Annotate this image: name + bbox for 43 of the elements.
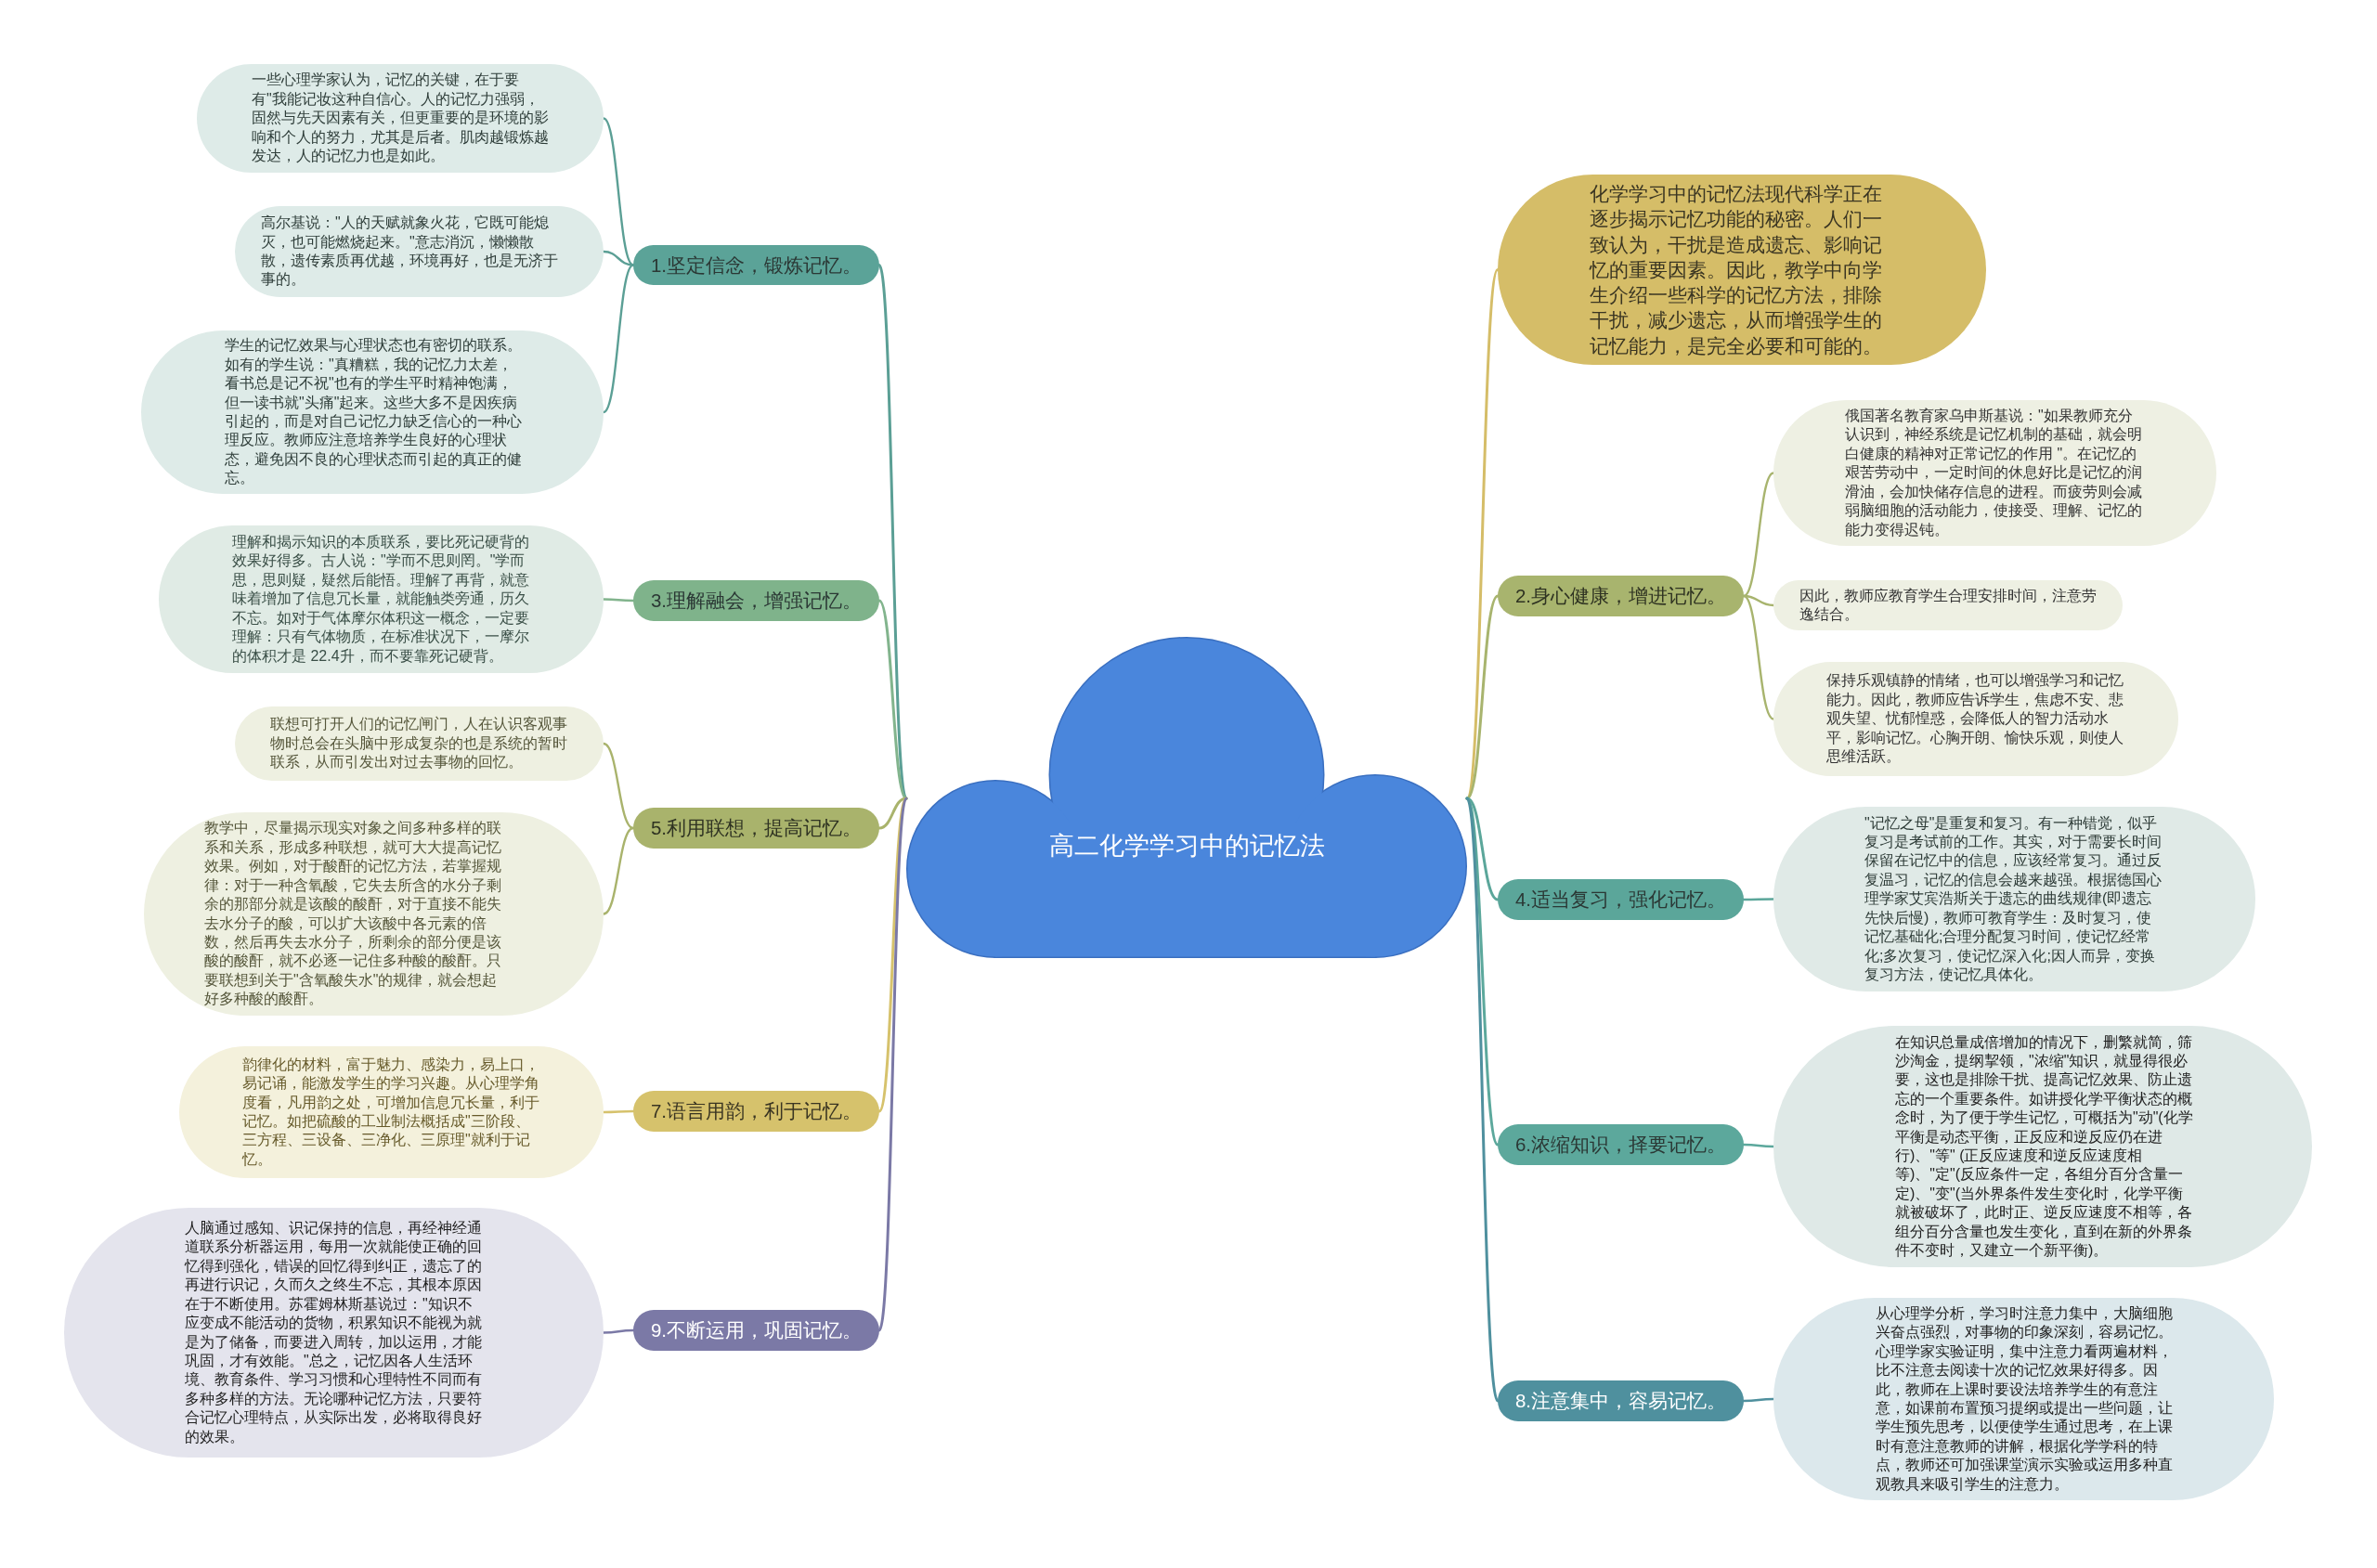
note-bubble: 学生的记忆效果与心理状态也有密切的联系。如有的学生说："真糟糕，我的记忆力太差，看书总是记不祝"也有的学生平时精神饱满，但一读书就"头痛"起来。这些大多不是因疾病引起的，而是对自己记忆力缺乏信心的一种心理反应。教师应注意培养学生良好的心理状态，避免因不良的心理状态而引起的真正的健忘。 (141, 330, 604, 494)
note-bubble: 从心理学分析，学习时注意力集中，大脑细胞兴奋点强烈，对事物的印象深刻，容易记忆。心理学家实验证明，集中注意力看两遍材料，比不注意去阅读十次的记忆效果好得多。因此，教师在上课时要设法培养学生的有意注意，如课前布置预习提纲或提出一些问题，让学生预先思考，以便使学生通过思考，在上课时有意注意教师的讲解，根据化学学科的特点，教师还可加强课堂演示实验或运用多种直观教具来吸引学生的注意力。 (1773, 1298, 2274, 1500)
connector-line (1742, 898, 1775, 901)
topic-pill: 3.理解融会，增强记忆。 (633, 580, 879, 621)
topic-pill: 9.不断运用，巩固记忆。 (633, 1310, 879, 1351)
connector-line (602, 117, 635, 266)
connector-line (1465, 797, 1500, 1403)
note-bubble: 俄国著名教育家乌申斯基说："如果教师充分认识到，神经系统是记忆机制的基础，就会明白健康的精神对正常记忆的作用 "。在记忆的艰苦劳动中，一定时间的休息好比是记忆的润滑油，会加快储存信息的进程。而疲劳则会减弱脑细胞的活动能力，使接受、理解、记忆的能力变得迟钝。 (1773, 400, 2216, 546)
connector-line (877, 797, 908, 1113)
note-bubble: 人脑通过感知、识记保持的信息，再经神经通道联系分析器运用，每用一次就能使正确的回忆得到强化，错误的回忆得到纠正，遗忘了的再进行识记，久而久之终生不忘，其根本原因在于不断使用。苏霍姆林斯基说过："知识不应变成不能活动的货物，积累知识不能视为就是为了储备，而要进入周转，加以运用，才能巩固，才有效能。"总之，记忆因各人生活环境、教育条件、学习习惯和心理特性不同而有多种多样的方法。无论哪种记忆方法，只要符合记忆心理特点，从实际出发，必将取得良好的效果。 (64, 1208, 604, 1458)
note-bubble: "记忆之母"是重复和复习。有一种错觉，似乎复习是考试前的工作。其实，对于需要长时间保留在记忆中的信息，应该经常复习。通过反复温习，记忆的信息会越来越强。根据德国心理学家艾宾浩斯关于遗忘的曲线规律(即遗忘先快后慢)，教师可教育学生：及时复习，使记忆基础化;合理分配复习时间，使记忆经常化;多次复习，使记忆深入化;因人而异，变换复习方法，使记忆具体化。 (1773, 807, 2255, 991)
note-bubble: 一些心理学家认为，记忆的关键，在于要有"我能记妆这种自信心。人的记忆力强弱，固然与先天因素有关，但更重要的是环境的影响和个人的努力，尤其是后者。肌肉越锻炼越发达，人的记忆力也是如此。 (197, 64, 604, 173)
connector-line (1742, 472, 1775, 598)
connector-line (1465, 797, 1500, 1147)
note-bubble: 高尔基说："人的天赋就象火花，它既可能熄灭，也可能燃烧起来。"意志消沉，懒懒散散，遗传素质再优越，环境再好，也是无济于事的。 (235, 206, 604, 297)
note-bubble: 在知识总量成倍增加的情况下，删繁就简，筛沙淘金，提纲挈领，"浓缩"知识，就显得很必要，这也是排除干扰、提高记忆效果、防止遗忘的一个重要条件。如讲授化学平衡状态的概念时，为了便于学生记忆，可概括为"动"(化学平衡是动态平衡，正反应和逆反应仍在进行)、"等" (正反应速度和逆反应速度相等)、"定"(反应条件一定，各组分百分含量一定)、"变"(当外界条件发生变化时，化学平衡就被破坏了，此时正、逆反应速度不相等，各组分百分含量也发生变化，直到在新的外界条件不变时，又建立一个新平衡)。 (1773, 1026, 2312, 1267)
connector-line (602, 742, 635, 830)
connector-line (602, 264, 635, 414)
topic-pill: 2.身心健康，增进记忆。 (1498, 576, 1744, 616)
topic-pill: 5.利用联想，提高记忆。 (633, 808, 879, 849)
note-bubble: 联想可打开人们的记忆闸门，人在认识客观事物时总会在头脑中形成复杂的也是系统的暂时联系，从而引发出对过去事物的回忆。 (235, 706, 604, 781)
topic-pill: 1.坚定信念，锻炼记忆。 (633, 245, 879, 285)
topic-pill: 6.浓缩知识，择要记忆。 (1498, 1124, 1744, 1165)
connector-line (1742, 1397, 1775, 1403)
connector-line (602, 1109, 635, 1114)
note-bubble: 因此，教师应教育学生合理安排时间，注意劳逸结合。 (1773, 580, 2123, 630)
central-topic-text: 高二化学学习中的记忆法 (1048, 831, 1325, 862)
connector-line (877, 797, 908, 1332)
note-bubble: 化学学习中的记忆法现代科学正在逐步揭示记忆功能的秘密。人们一致认为，干扰是造成遗忘、影响记忆的重要因素。因此，教学中向学生介绍一些科学的记忆方法，排除干扰，减少遗忘，从而增强学生的记忆能力，是完全必要和可能的。 (1498, 175, 1986, 365)
note-bubble: 教学中，尽量揭示现实对象之间多种多样的联系和关系，形成多种联想，就可大大提高记忆效果。例如，对于酸酐的记忆方法，若掌握规律：对于一种含氧酸，它失去所含的水分子剩余的那部分就是该酸的酸酐，对于直接不能失去水分子的酸，可以扩大该酸中各元素的倍数，然后再失去水分子，所剩余的部分便是该酸的酸酐，就不必逐一记住多种酸的酸酐。只要联想到关于"含氧酸失水"的规律，就会想起好多种酸的酸酐。 (144, 812, 604, 1016)
topic-pill: 7.语言用韵，利于记忆。 (633, 1091, 879, 1132)
connector-line (1465, 594, 1500, 800)
note-bubble: 保持乐观镇静的情绪，也可以增强学习和记忆能力。因此，教师应告诉学生，焦虑不安、悲观失望、忧郁惶惑，会降低人的智力活动水平，影响记忆。心胸开朗、愉快乐观，则使人思维活跃。 (1773, 662, 2178, 776)
connector-line (602, 598, 635, 603)
connector-line (1742, 594, 1775, 720)
note-bubble: 韵律化的材料，富于魅力、感染力，易上口，易记诵，能激发学生的学习兴趣。从心理学角度看，凡用韵之处，可增加信息冗长量，利于记忆。如把硫酸的工业制法概括成"三阶段、三方程、三设备、三净化、三原理"就利于记忆。 (179, 1046, 604, 1178)
connector-line (602, 1328, 635, 1334)
connector-line (602, 826, 635, 915)
connector-line (877, 599, 908, 800)
topic-pill: 4.适当复习，强化记忆。 (1498, 879, 1744, 920)
topic-pill: 8.注意集中，容易记忆。 (1498, 1380, 1744, 1421)
connector-line (1742, 1143, 1775, 1148)
note-bubble: 理解和揭示知识的本质联系，要比死记硬背的效果好得多。古人说："学而不思则罔。"学而思，思则疑，疑然后能悟。理解了再背，就意味着增加了信息冗长量，就能触类旁通，历久不忘。如对于气体摩尔体积这一概念，一定要理解：只有气体物质，在标准状况下，一摩尔的体积才是 22.4升，而不要靠死记硬背。 (159, 525, 604, 673)
